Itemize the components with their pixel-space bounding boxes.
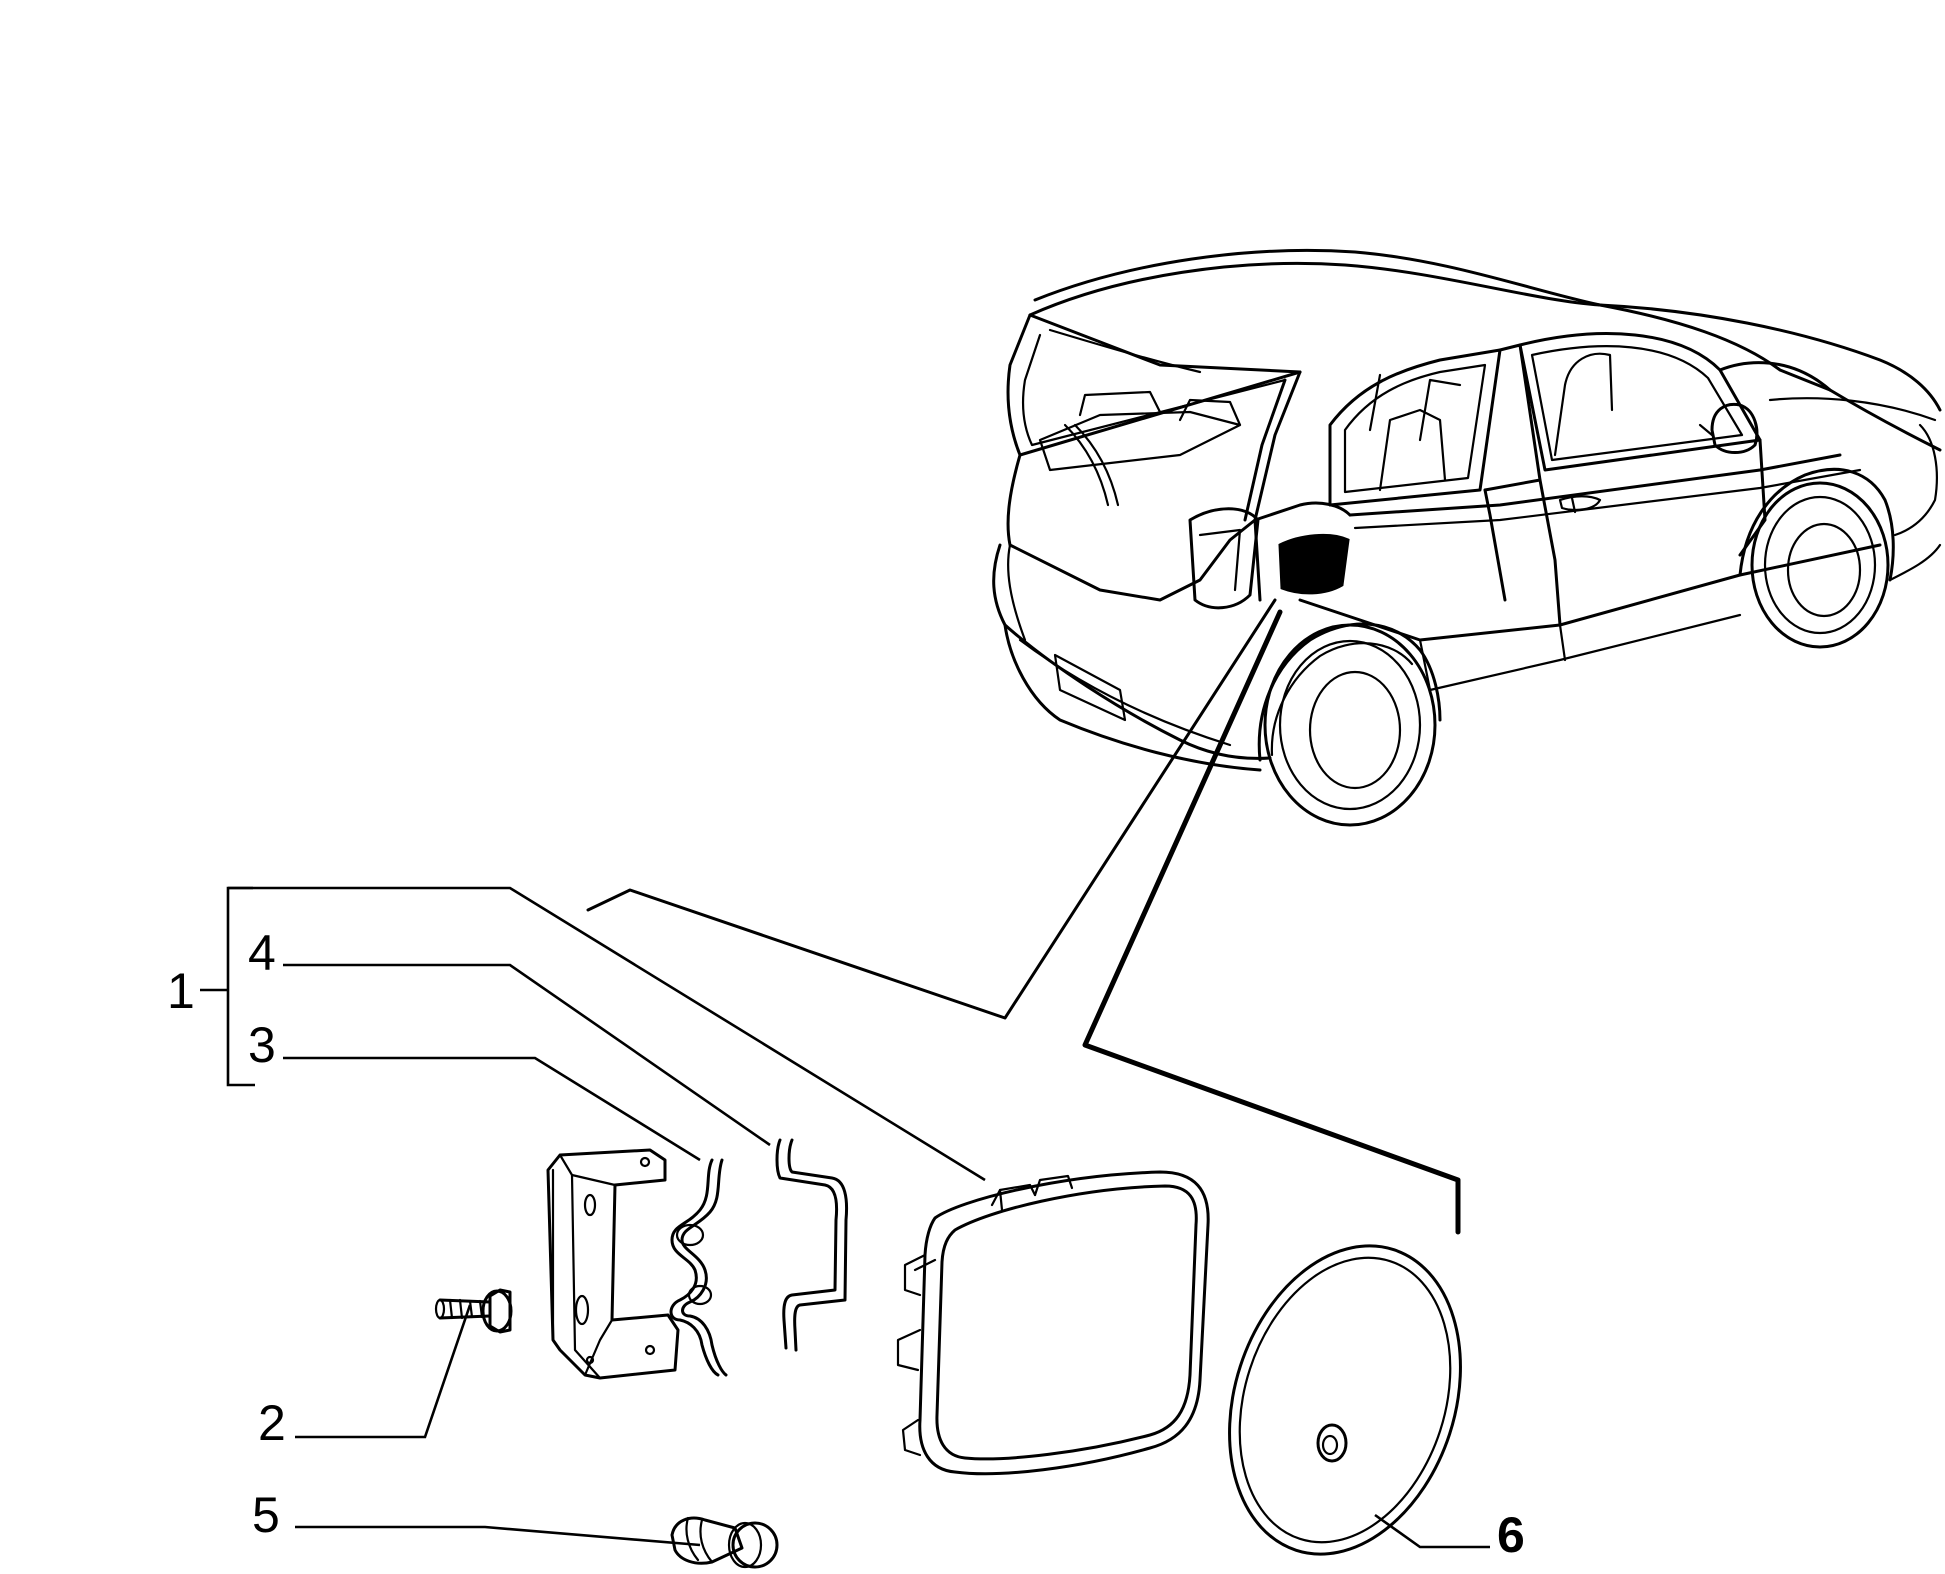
screw	[434, 1288, 513, 1334]
leader-1	[228, 886, 986, 1182]
leader-6	[1374, 1513, 1490, 1549]
fuel-flap-housing	[896, 1170, 1210, 1476]
fuel-flap-location-marker	[1278, 534, 1350, 595]
leader-3	[283, 1056, 701, 1162]
callout-3: 3	[248, 1017, 276, 1073]
car-illustration	[992, 248, 1942, 827]
spring-clip	[669, 1158, 728, 1377]
callout-4: 4	[248, 925, 276, 981]
leader-5	[295, 1525, 701, 1547]
leader-4	[283, 963, 771, 1147]
leader-lines	[200, 598, 1490, 1549]
leader-2	[295, 1304, 472, 1439]
cover-disc	[1228, 1244, 1462, 1556]
callout-1: 1	[167, 963, 195, 1019]
location-line-lower	[1082, 609, 1461, 1235]
rubber-stop	[670, 1516, 779, 1569]
hinge-bracket	[546, 1148, 680, 1380]
location-line-upper	[586, 598, 1277, 1020]
callout-2: 2	[258, 1395, 286, 1451]
spring-rod	[775, 1138, 849, 1352]
callout-6: 6	[1497, 1507, 1525, 1563]
callout-5: 5	[252, 1487, 280, 1543]
